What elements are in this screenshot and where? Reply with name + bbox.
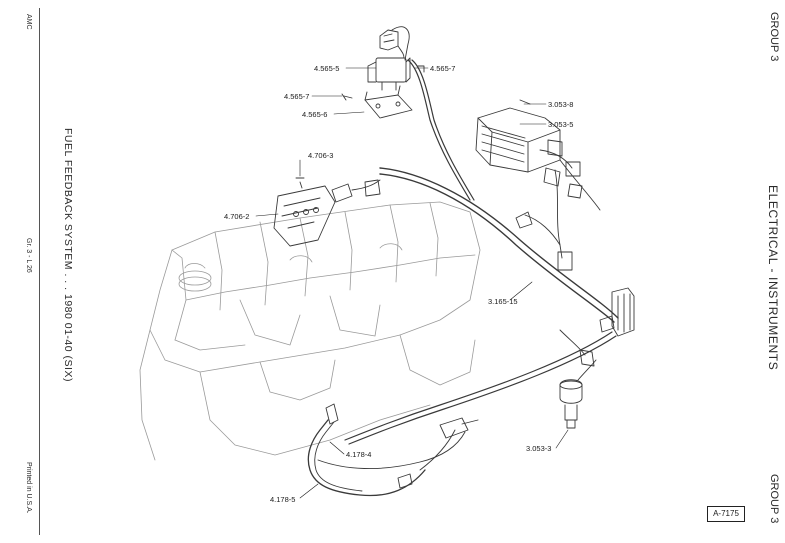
callout-leaders bbox=[255, 67, 569, 499]
callout-4706-2: 4.706-2 bbox=[224, 212, 249, 221]
callout-4565-6: 4.565-6 bbox=[302, 110, 327, 119]
sensor-bracket bbox=[273, 177, 381, 247]
callout-3053-8: 3.053-8 bbox=[548, 100, 573, 109]
harness-connector bbox=[599, 287, 635, 337]
publisher-label: AMC bbox=[25, 14, 32, 30]
control-module bbox=[475, 99, 601, 271]
page-code-label: Gr. 3 - L 26 bbox=[25, 238, 32, 273]
relay-assembly bbox=[341, 26, 425, 119]
figure-reference-number: A-7175 bbox=[707, 506, 745, 522]
callout-4565-7-left: 4.565-7 bbox=[284, 92, 309, 101]
callout-3053-5: 3.053-5 bbox=[548, 120, 573, 129]
printed-label: Printed in U.S.A. bbox=[25, 462, 32, 514]
callout-4178-4: 4.178-4 bbox=[346, 450, 371, 459]
callout-3165-15: 3.165-15 bbox=[488, 297, 518, 306]
callout-4565-7-right: 4.565-7 bbox=[430, 64, 455, 73]
group-label-bottom: GROUP 3 bbox=[768, 474, 780, 524]
callout-4706-3: 4.706-3 bbox=[308, 151, 333, 160]
wiring-diagram: 4.565-5 4.565-7 4.565-7 4.565-6 3.053-8 … bbox=[139, 26, 635, 504]
callout-4565-5: 4.565-5 bbox=[314, 64, 339, 73]
oxygen-sensor bbox=[559, 359, 597, 429]
margin-divider bbox=[39, 8, 40, 535]
engine-block bbox=[139, 201, 481, 461]
group-label-top: GROUP 3 bbox=[768, 12, 780, 62]
section-title: ELECTRICAL - INSTRUMENTS bbox=[766, 185, 780, 371]
callout-3053-3: 3.053-3 bbox=[526, 444, 551, 453]
callout-4178-5: 4.178-5 bbox=[270, 495, 295, 504]
